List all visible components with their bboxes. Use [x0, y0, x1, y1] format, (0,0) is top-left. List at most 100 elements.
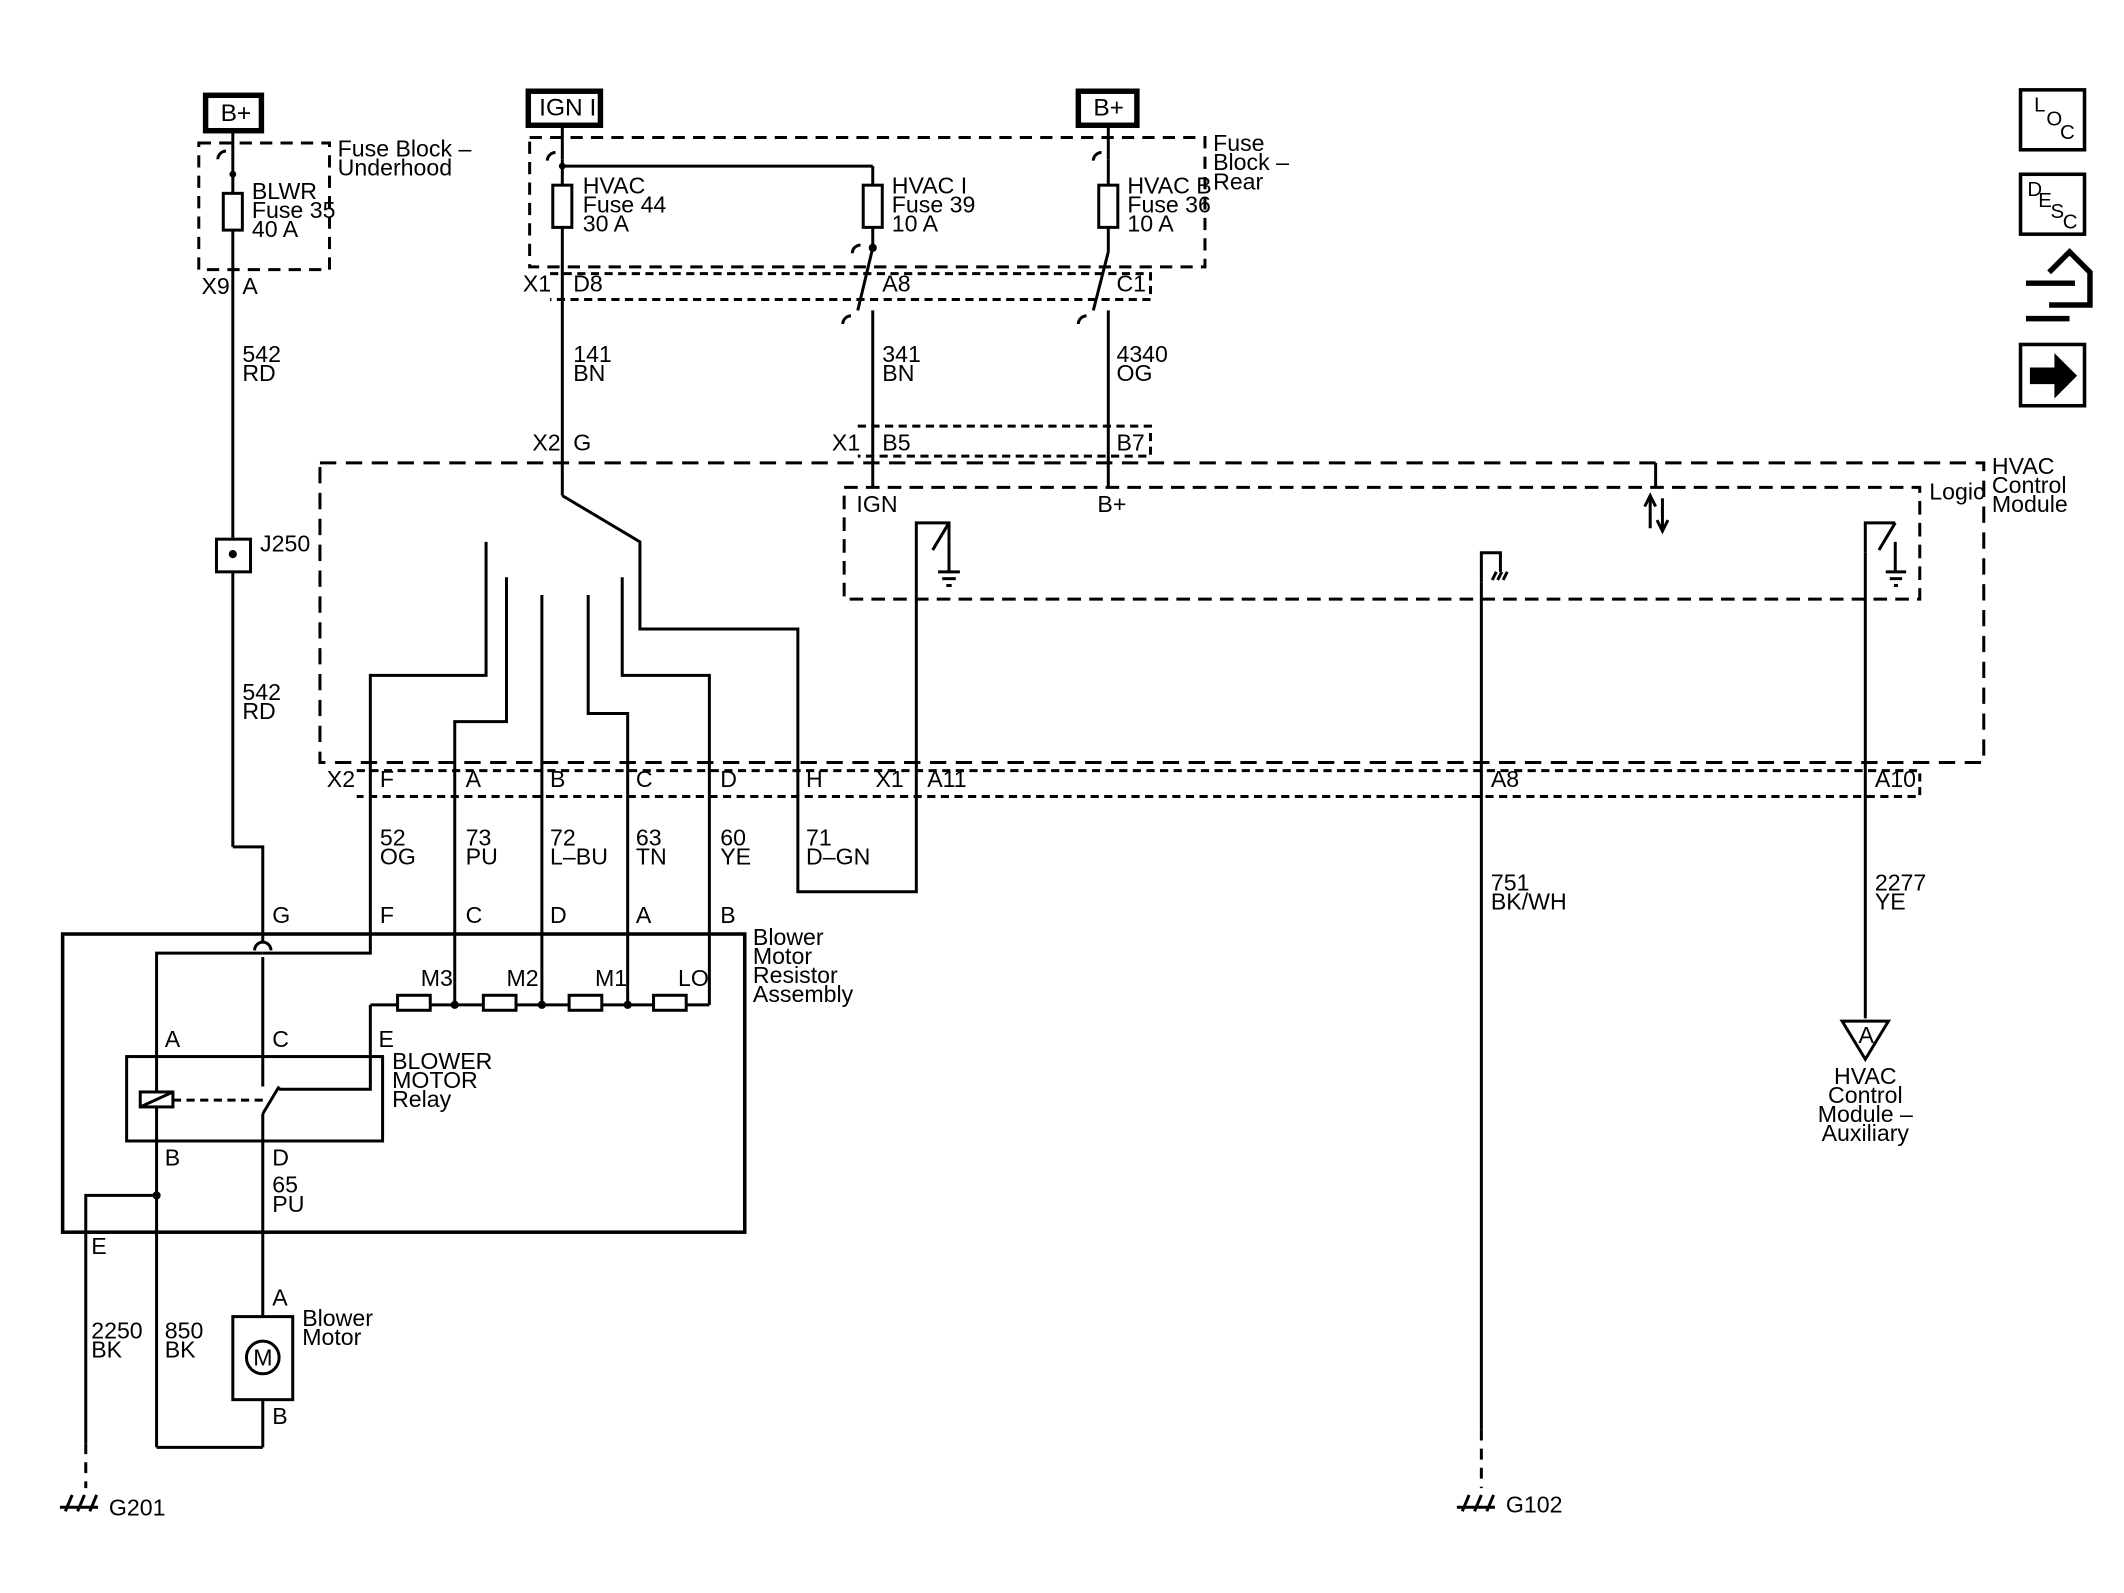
- pin-a8-bottom: A8: [1491, 766, 1519, 792]
- connector-tool-icon[interactable]: [2025, 248, 2093, 322]
- wire-52-number: 52: [380, 825, 406, 851]
- tap-m3: M3: [421, 965, 453, 991]
- wire-2250-number: 2250: [91, 1317, 142, 1343]
- blwr-fuse-rating: 40 A: [252, 216, 299, 242]
- res-pin-e: E: [91, 1233, 106, 1259]
- motor-name-1: Blower: [302, 1305, 373, 1331]
- logic-box: [842, 485, 1922, 601]
- loc-letter-c: C: [2060, 122, 2075, 144]
- x1-top-connector: [550, 272, 1152, 302]
- relay-name-1: BLOWER: [392, 1048, 492, 1074]
- relay-pin-e: E: [379, 1026, 394, 1052]
- hvac39-fuse-name: HVAC I: [892, 172, 967, 198]
- blwr-fuse: [221, 191, 244, 232]
- hvac44-fuse-number: Fuse 44: [583, 191, 667, 217]
- auxiliary-name-1: HVAC: [1834, 1063, 1897, 1089]
- ign-ii-box: [525, 88, 604, 128]
- blwr-fuse-name: BLWR: [252, 178, 317, 204]
- wire-52-color: OG: [380, 844, 416, 870]
- wire-751-color: BK/WH: [1491, 889, 1567, 915]
- tap-lo: LO: [678, 965, 709, 991]
- pin-b5: B5: [882, 430, 910, 456]
- loc-letter-l: L: [2034, 95, 2045, 117]
- wire-850-number: 850: [165, 1317, 204, 1343]
- ground-g102: G102: [1506, 1492, 1563, 1518]
- desc-letter-e: E: [2038, 190, 2052, 212]
- wire-2250-color: BK: [91, 1336, 122, 1362]
- res-pin-c: C: [466, 902, 483, 928]
- auxiliary-name-2: Control: [1828, 1082, 1903, 1108]
- wire-341-number: 341: [882, 341, 921, 367]
- desc-letter-c: C: [2063, 212, 2078, 234]
- motor-symbol-label: M: [253, 1345, 272, 1371]
- module-name-3: Module: [1992, 491, 2068, 517]
- hvac-fuse-39: [861, 183, 884, 229]
- wire-4340-number: 4340: [1116, 341, 1167, 367]
- res-pin-d: D: [550, 902, 567, 928]
- wire-72-color: L–BU: [550, 844, 608, 870]
- hvacb36-fuse-rating: 10 A: [1127, 210, 1174, 236]
- hvac-fuse-44: [551, 183, 574, 229]
- hvac39-fuse-rating: 10 A: [892, 210, 939, 236]
- wire-2277-number: 2277: [1875, 869, 1926, 895]
- motor-pin-a: A: [272, 1285, 288, 1311]
- pin-h: H: [806, 766, 823, 792]
- pin-c1: C1: [1116, 270, 1146, 296]
- tap-m2: M2: [506, 965, 538, 991]
- tap-m1: M1: [595, 965, 627, 991]
- pin-a: A: [466, 766, 482, 792]
- pin-a10: A10: [1875, 766, 1916, 792]
- pin-a11: A11: [927, 766, 966, 792]
- connector-x1-top: X1: [523, 270, 551, 296]
- next-arrow-icon: [2029, 353, 2078, 399]
- res-pin-f: F: [380, 902, 394, 928]
- connector-x2-bottom: X2: [327, 766, 355, 792]
- fuse-block-underhood: [197, 141, 331, 272]
- wire-850-color: BK: [165, 1336, 196, 1362]
- connector-x1-b: X1: [832, 430, 860, 456]
- pin-a-x9: A: [242, 273, 258, 299]
- fuse-block-underhood-label-1: Fuse Block –: [338, 136, 472, 162]
- relay-pin-c: C: [272, 1026, 289, 1052]
- wire-71-color: D–GN: [806, 844, 870, 870]
- x2-x1-bottom-connector: [356, 769, 1922, 798]
- module-name-2: Control: [1992, 472, 2067, 498]
- loc-button[interactable]: [2018, 88, 2087, 152]
- auxiliary-name-4: Auxiliary: [1822, 1120, 1910, 1146]
- pin-b: B: [550, 766, 565, 792]
- wire-63-color: TN: [636, 844, 667, 870]
- wire-63-number: 63: [636, 825, 662, 851]
- ground-g201-symbol: [59, 1494, 99, 1512]
- next-button[interactable]: [2018, 342, 2087, 408]
- blwr-fuse-number: Fuse 35: [252, 197, 336, 223]
- bplus-left-label: B+: [221, 100, 252, 127]
- wire-2277-color: YE: [1875, 889, 1906, 915]
- x1-b-connector: [857, 424, 1152, 458]
- wire-65-number: 65: [272, 1172, 298, 1198]
- wire-73-color: PU: [466, 844, 498, 870]
- module-bplus-pin: B+: [1097, 491, 1126, 517]
- wire-542-top-color: RD: [242, 360, 275, 386]
- wire-60-number: 60: [720, 825, 746, 851]
- blower-motor-resistor-assembly: [60, 932, 747, 1234]
- relay-pin-a: A: [165, 1026, 181, 1052]
- ground-g102-symbol: [1456, 1494, 1495, 1512]
- resistor-m2: [481, 993, 518, 1012]
- blower-motor-relay: [125, 1055, 385, 1143]
- resistor-lo: [652, 993, 688, 1012]
- auxiliary-ref: A: [1859, 1022, 1875, 1048]
- hvacb36-fuse-name: HVAC B: [1127, 172, 1211, 198]
- desc-button[interactable]: [2018, 172, 2087, 236]
- wire-542-bottom-number: 542: [242, 679, 281, 705]
- hvac-b-fuse-36: [1097, 183, 1120, 229]
- relay-name-2: MOTOR: [392, 1067, 478, 1093]
- relay-name-3: Relay: [392, 1086, 452, 1112]
- fuse-block-underhood-label-2: Underhood: [338, 155, 452, 181]
- splice-j250: J250: [260, 530, 310, 556]
- hvac44-fuse-rating: 30 A: [583, 210, 630, 236]
- pin-d: D: [720, 766, 737, 792]
- wire-542-bottom-color: RD: [242, 698, 275, 724]
- resistor-m3: [396, 993, 432, 1012]
- motor-pin-b: B: [272, 1403, 287, 1429]
